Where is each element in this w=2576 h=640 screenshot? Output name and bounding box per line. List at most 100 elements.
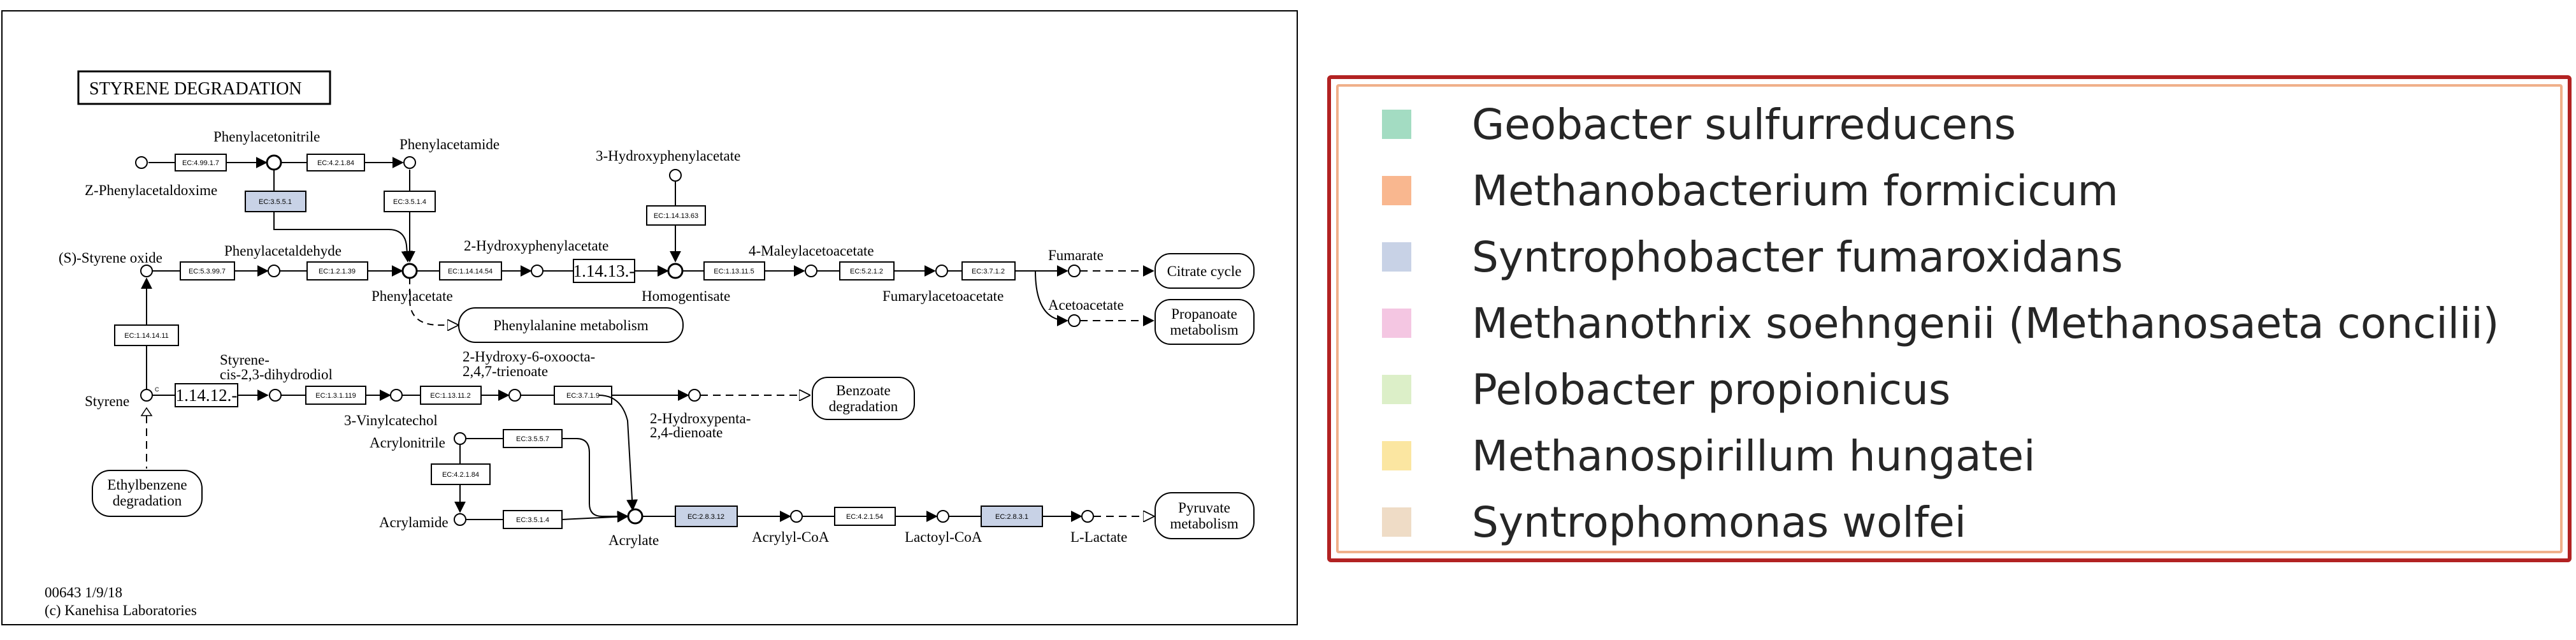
legend-label: Geobacter sulfurreducens bbox=[1472, 99, 2017, 149]
pathway-pyruvate-metabolism[interactable] bbox=[1155, 492, 1255, 539]
legend-item: Geobacter sulfurreducens bbox=[1382, 99, 2017, 149]
legend-label: Methanospirillum hungatei bbox=[1472, 431, 2036, 481]
pathway-phenylalanine-metabolism[interactable] bbox=[458, 307, 684, 343]
map-footer-id: 00643 1/9/18 bbox=[45, 585, 122, 600]
svg-text:EC:3.5.1.4: EC:3.5.1.4 bbox=[516, 516, 549, 524]
enzyme-box[interactable] bbox=[175, 383, 238, 407]
row-phenylacetonitrile: EC:4.99.1.7 EC:4.2.1.84 Phenylacetonitri… bbox=[85, 129, 500, 263]
compound-node[interactable] bbox=[269, 389, 282, 402]
compound-node[interactable] bbox=[937, 510, 949, 523]
legend-label: Methanothrix soehngenii (Methanosaeta co… bbox=[1472, 298, 2500, 348]
pathway-map: STYRENE DEGRADATION EC:4.99.1.7 EC:4.2.1… bbox=[1, 10, 1298, 625]
svg-text:EC:4.2.1.84: EC:4.2.1.84 bbox=[317, 159, 354, 167]
svg-text:EC:1.3.1.119: EC:1.3.1.119 bbox=[315, 392, 356, 400]
legend-label: Methanobacterium formicicum bbox=[1472, 166, 2119, 215]
enzyme-box[interactable] bbox=[834, 507, 896, 526]
enzyme-box-highlighted[interactable] bbox=[245, 191, 306, 212]
svg-text:Lactoyl-CoA: Lactoyl-CoA bbox=[905, 529, 982, 545]
svg-text:EC:1.14.14.11: EC:1.14.14.11 bbox=[124, 332, 169, 340]
svg-text:EC:2.8.3.12: EC:2.8.3.12 bbox=[687, 513, 724, 521]
legend-item: Syntrophomonas wolfei bbox=[1382, 498, 1966, 547]
svg-text:3-Vinylcatechol: 3-Vinylcatechol bbox=[344, 412, 438, 428]
svg-text:EC:2.8.3.1: EC:2.8.3.1 bbox=[995, 513, 1028, 521]
legend-swatch bbox=[1382, 309, 1411, 338]
pathway-citrate-cycle[interactable] bbox=[1155, 253, 1255, 289]
compound-node[interactable] bbox=[669, 169, 682, 182]
legend-label: Pelobacter propionicus bbox=[1472, 365, 1951, 414]
svg-text:EC:4.2.1.84: EC:4.2.1.84 bbox=[442, 471, 479, 479]
enzyme-box[interactable] bbox=[646, 205, 706, 226]
enzyme-box-highlighted[interactable] bbox=[675, 505, 738, 527]
enzyme-box[interactable] bbox=[503, 510, 563, 529]
enzyme-box[interactable] bbox=[420, 386, 482, 405]
compound-node[interactable] bbox=[401, 263, 418, 279]
compound-node[interactable] bbox=[531, 265, 543, 277]
compound-node[interactable] bbox=[140, 389, 153, 402]
enzyme-box[interactable] bbox=[384, 191, 436, 212]
compound-node[interactable] bbox=[508, 389, 521, 402]
svg-text:Fumarate: Fumarate bbox=[1048, 247, 1104, 263]
compound-node[interactable] bbox=[1068, 314, 1081, 327]
legend-swatch bbox=[1382, 507, 1411, 537]
enzyme-box[interactable] bbox=[431, 463, 491, 485]
legend-swatch bbox=[1382, 441, 1411, 470]
svg-text:EC:1.14.14.54: EC:1.14.14.54 bbox=[448, 268, 493, 275]
legend-item: Methanobacterium formicicum bbox=[1382, 166, 2119, 215]
svg-text:2-Hydroxyphenylacetate: 2-Hydroxyphenylacetate bbox=[464, 238, 608, 254]
row-phenylacetate: (S)-Styrene oxide EC:5.3.99.7 Phenylacet… bbox=[59, 238, 1155, 327]
compound-node[interactable] bbox=[805, 265, 817, 277]
svg-text:Benzoate: Benzoate bbox=[836, 382, 891, 398]
svg-text:Citrate cycle: Citrate cycle bbox=[1167, 263, 1242, 279]
row-acrylate: Acrylate EC:2.8.3.12 Acrylyl-CoA EC:4.2.… bbox=[608, 505, 1153, 548]
svg-text:Fumarylacetoacetate: Fumarylacetoacetate bbox=[882, 288, 1004, 304]
svg-text:4-Maleylacetoacetate: 4-Maleylacetoacetate bbox=[749, 243, 874, 259]
legend-swatch bbox=[1382, 110, 1411, 139]
pathway-propanoate-metabolism[interactable] bbox=[1155, 299, 1255, 345]
svg-text:EC:3.7.1.2: EC:3.7.1.2 bbox=[972, 268, 1005, 275]
legend-inner-border bbox=[1336, 84, 2563, 553]
compound-node[interactable] bbox=[1081, 510, 1094, 523]
compound-node[interactable] bbox=[935, 265, 948, 277]
compound-node[interactable] bbox=[454, 432, 466, 445]
enzyme-box[interactable] bbox=[503, 429, 563, 448]
svg-text:metabolism: metabolism bbox=[1170, 322, 1238, 338]
svg-text:Propanoate: Propanoate bbox=[1171, 306, 1237, 322]
svg-text:EC:5.3.99.7: EC:5.3.99.7 bbox=[189, 268, 226, 275]
compound-node[interactable] bbox=[140, 265, 153, 277]
compound-node[interactable] bbox=[667, 263, 684, 279]
svg-text:EC:3.5.1.4: EC:3.5.1.4 bbox=[393, 198, 426, 206]
svg-text:Phenylacetonitrile: Phenylacetonitrile bbox=[213, 129, 320, 145]
svg-text:Acrylate: Acrylate bbox=[608, 532, 659, 548]
enzyme-box[interactable] bbox=[175, 154, 227, 171]
map-title-box bbox=[77, 70, 331, 105]
compound-node[interactable] bbox=[688, 389, 701, 402]
svg-text:Z-Phenylacetaldoxime: Z-Phenylacetaldoxime bbox=[85, 182, 217, 198]
enzyme-box[interactable] bbox=[114, 324, 179, 346]
svg-text:EC:3.7.1.9: EC:3.7.1.9 bbox=[566, 392, 600, 400]
compound-node[interactable] bbox=[790, 510, 803, 523]
legend-item: Methanospirillum hungatei bbox=[1382, 431, 2036, 481]
compound-node[interactable] bbox=[390, 389, 403, 402]
compound-node[interactable] bbox=[1068, 265, 1081, 277]
compound-node[interactable] bbox=[454, 513, 466, 526]
svg-text:Phenylacetate: Phenylacetate bbox=[371, 288, 453, 304]
map-footer-copyright: (c) Kanehisa Laboratories bbox=[45, 602, 197, 618]
enzyme-box[interactable] bbox=[439, 261, 502, 280]
legend-item: Syntrophobacter fumaroxidans bbox=[1382, 233, 2123, 282]
enzyme-box[interactable] bbox=[306, 154, 365, 171]
svg-text:L-Lactate: L-Lactate bbox=[1070, 529, 1127, 545]
pathway-benzoate-degradation[interactable] bbox=[812, 377, 915, 420]
enzyme-box[interactable] bbox=[180, 261, 235, 280]
compound-node[interactable] bbox=[266, 154, 282, 171]
svg-text:EC:1.13.11.2: EC:1.13.11.2 bbox=[430, 392, 470, 400]
svg-text:Ethylbenzene: Ethylbenzene bbox=[107, 477, 187, 493]
enzyme-box[interactable] bbox=[573, 259, 635, 283]
enzyme-box[interactable] bbox=[306, 261, 368, 280]
compound-node[interactable] bbox=[627, 508, 644, 525]
pathway-ethylbenzene-degradation[interactable] bbox=[92, 470, 203, 517]
compound-node[interactable] bbox=[268, 265, 280, 277]
row-styrene: Styrene C 1.14.12.- Styrene- cis-2,3-dih… bbox=[85, 349, 809, 511]
compound-node[interactable] bbox=[403, 156, 416, 169]
svg-text:(S)-Styrene oxide: (S)-Styrene oxide bbox=[59, 250, 162, 266]
